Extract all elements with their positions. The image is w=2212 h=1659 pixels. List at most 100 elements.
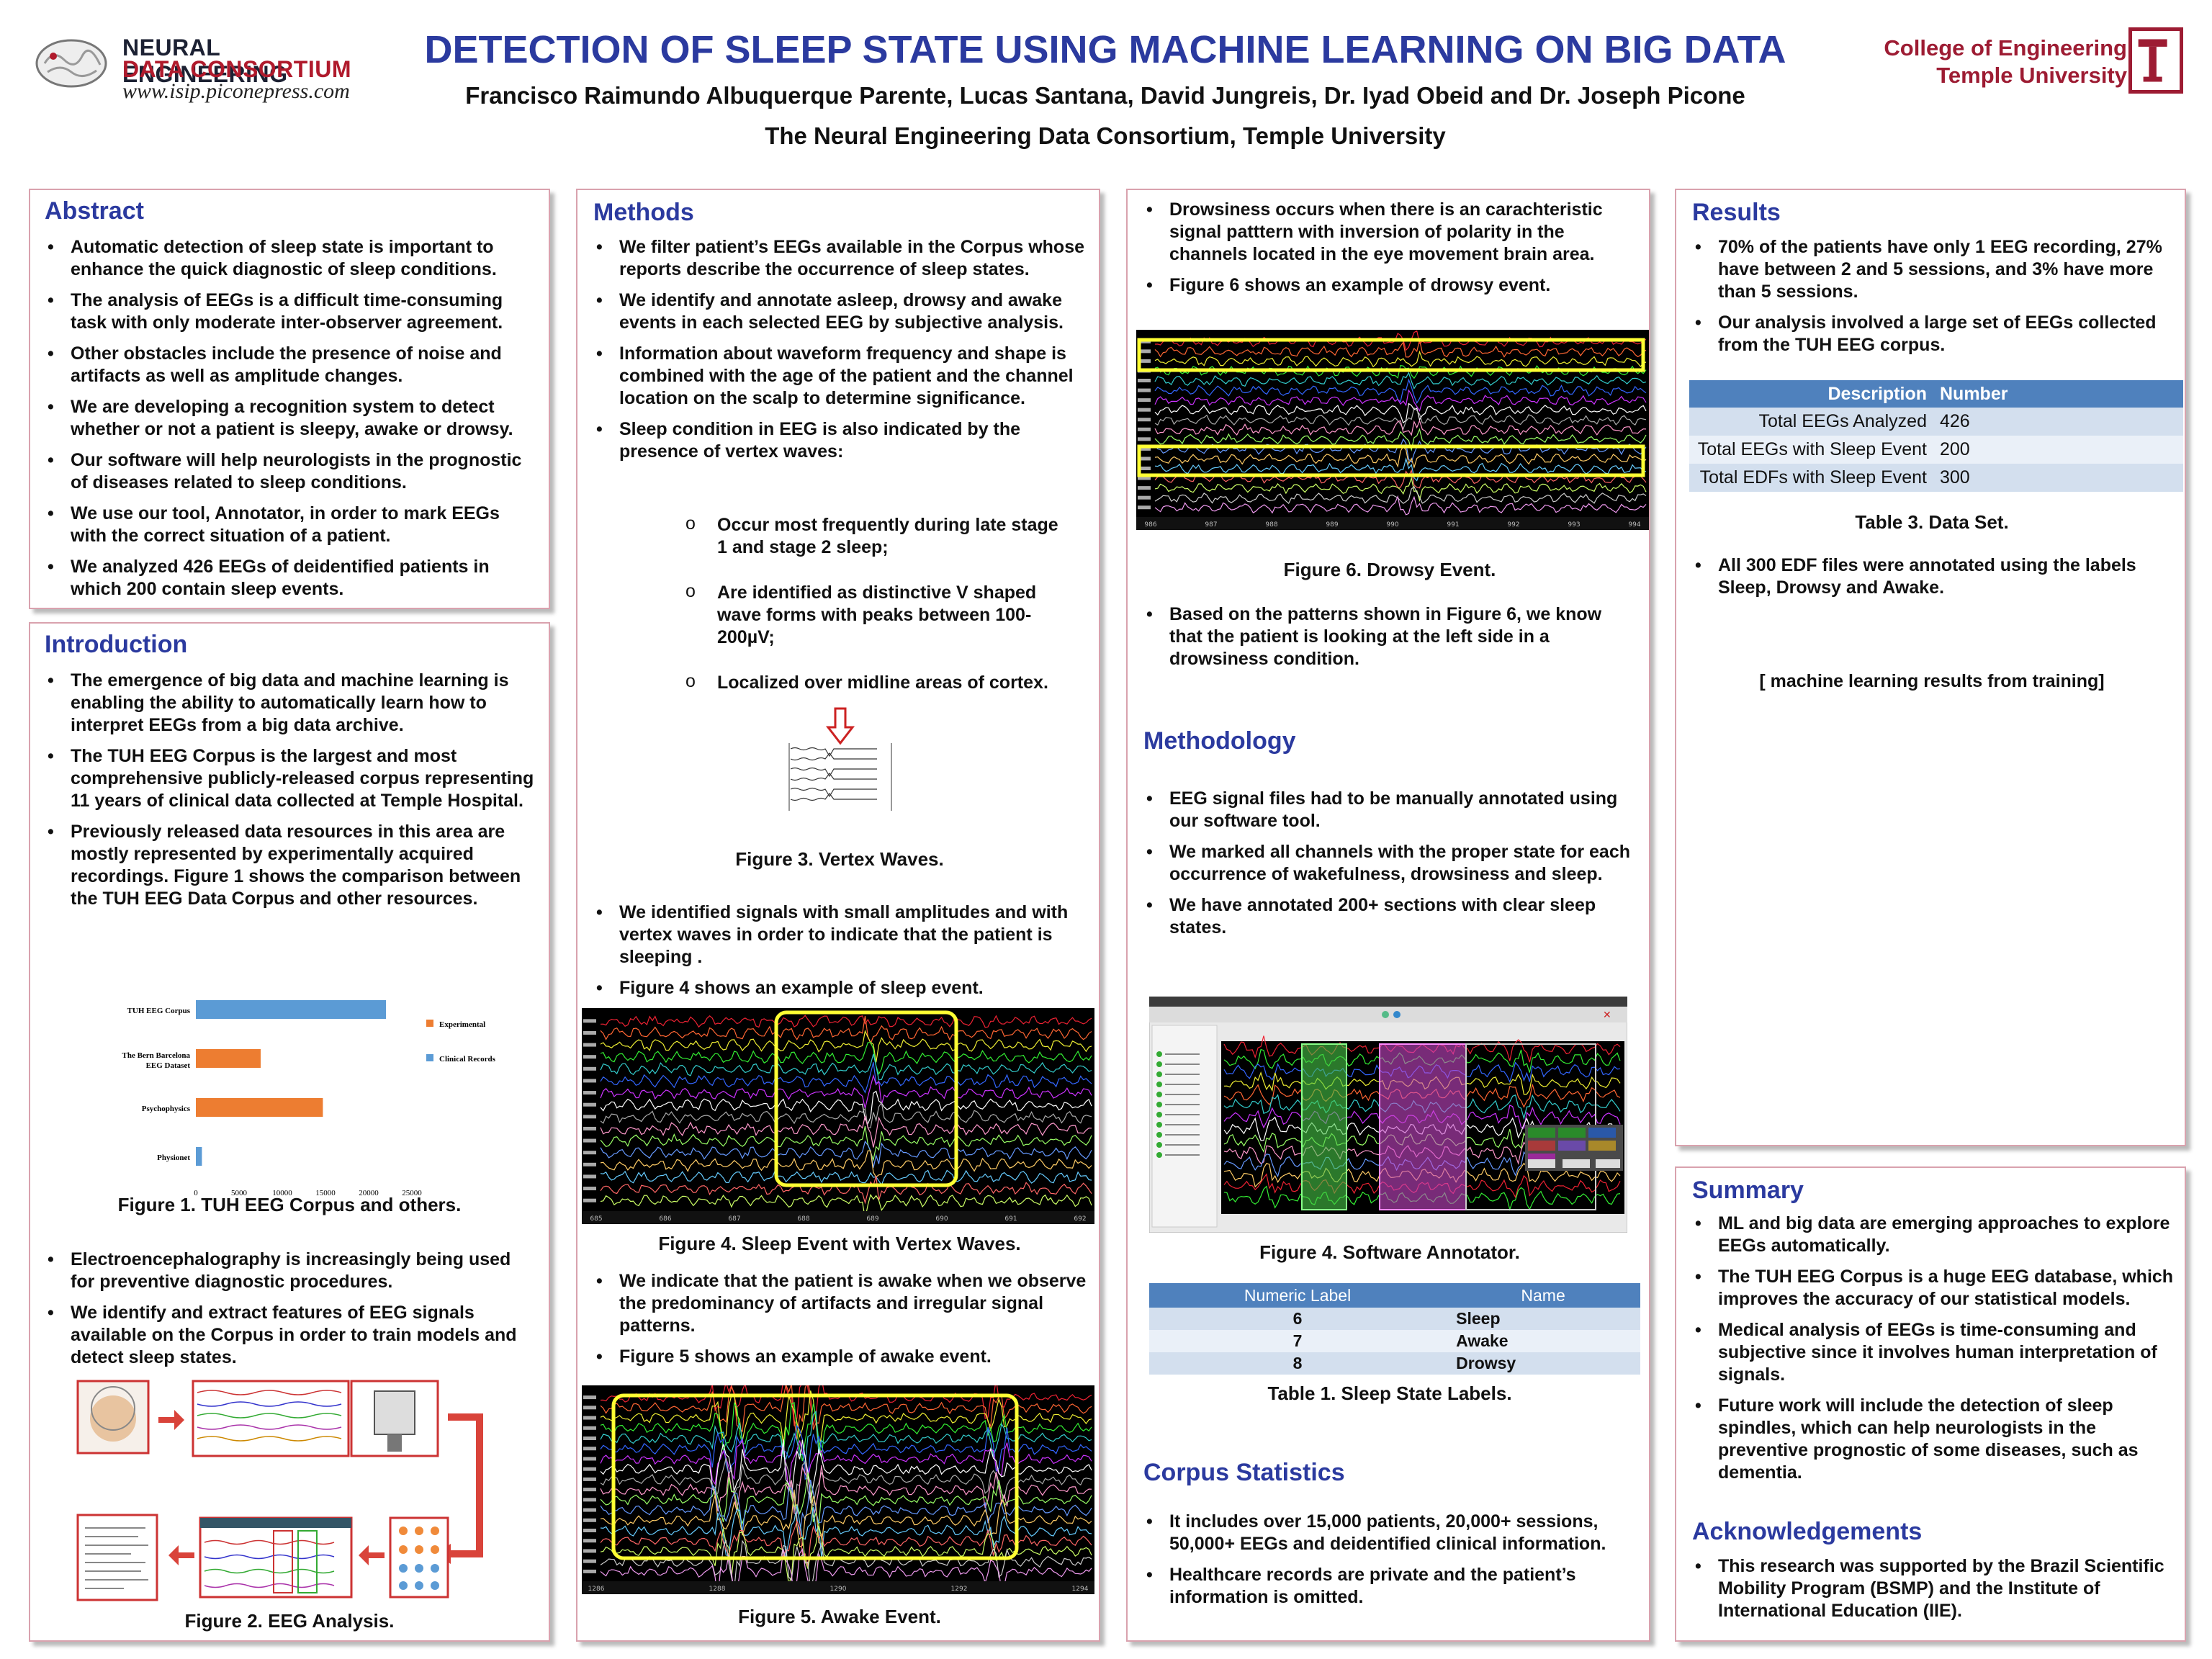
table-cell: 8 (1149, 1352, 1447, 1375)
table-cell: 7 (1149, 1330, 1447, 1352)
eeg-time-tick: 994 (1628, 521, 1640, 529)
methods-heading: Methods (593, 199, 694, 226)
chart-bar (196, 1098, 323, 1117)
chart-category-label: Psychophysics (142, 1105, 191, 1113)
chart-tick-label: 5000 (231, 1189, 248, 1197)
vertex-wave-figure (788, 707, 892, 811)
table1-caption: Table 1. Sleep State Labels. (1267, 1382, 1512, 1404)
list-item: Are identified as distinctive V shaped w… (685, 580, 1060, 649)
table-cell: Drowsy (1446, 1352, 1640, 1375)
table-header: Name (1446, 1283, 1640, 1308)
abstract-bullets: Automatic detection of sleep state is im… (48, 236, 537, 609)
summary-heading: Summary (1692, 1177, 1804, 1204)
event-highlight-box (774, 1010, 958, 1187)
list-item: This research was supported by the Brazi… (1695, 1555, 2175, 1622)
list-item: EEG signal files had to be manually anno… (1146, 788, 1636, 832)
table-cell: 426 (1934, 408, 2183, 436)
event-highlight-box (1137, 338, 1645, 372)
eeg-time-tick: 690 (935, 1215, 948, 1223)
methods-bullets-2: We identified signals with small amplitu… (596, 902, 1093, 1008)
table-header: Numeric Label (1149, 1283, 1447, 1308)
methods-panel: Methods We filter patient’s EEGs availab… (576, 189, 1100, 1642)
college-line1: College of Engineering (1884, 35, 2127, 60)
table-header: Number (1934, 380, 2183, 408)
chart-tick-label: 15000 (315, 1189, 336, 1197)
legend-label: Clinical Records (439, 1055, 496, 1064)
list-item: We are developing a recognition system t… (48, 396, 537, 441)
eeg-time-tick: 1288 (709, 1586, 726, 1593)
figure6-caption: Figure 6. Drowsy Event. (1283, 559, 1496, 580)
list-item: The TUH EEG Corpus is the largest and mo… (48, 745, 537, 812)
table-cell: 6 (1149, 1308, 1447, 1330)
list-item: Drowsiness occurs when there is an carac… (1146, 199, 1636, 266)
list-item: Figure 4 shows an example of sleep event… (596, 977, 1093, 999)
table-cell: Total EDFs with Sleep Event (1689, 464, 1934, 492)
list-item: We identify and annotate asleep, drowsy … (596, 289, 1086, 334)
legend-swatch (426, 1020, 433, 1027)
list-item: We identified signals with small amplitu… (596, 902, 1093, 968)
chart-bar (196, 1049, 261, 1068)
eeg-time-tick: 686 (659, 1215, 671, 1223)
list-item: Future work will include the detection o… (1695, 1395, 2175, 1484)
table-cell: 200 (1934, 436, 2183, 464)
eeg-time-tick: 989 (1326, 521, 1338, 529)
list-item: The analysis of EEGs is a difficult time… (48, 289, 537, 334)
list-item: Medical analysis of EEGs is time-consumi… (1695, 1319, 2175, 1386)
eeg-time-tick: 990 (1386, 521, 1398, 529)
event-highlight-box (1137, 444, 1645, 477)
org-name-line2: DATA CONSORTIUM (122, 56, 351, 82)
chart-tick-label: 10000 (272, 1189, 292, 1197)
authors: Francisco Raimundo Albuquerque Parente, … (465, 82, 1745, 109)
list-item: Based on the patterns shown in Figure 6,… (1146, 603, 1636, 670)
list-item: Our software will help neurologists in t… (48, 449, 537, 494)
eeg-time-tick: 993 (1568, 521, 1580, 529)
list-item: Electroencephalography is increasingly b… (48, 1249, 537, 1293)
event-highlight-box (611, 1393, 1019, 1560)
legend-label: Experimental (439, 1020, 485, 1029)
affiliation: The Neural Engineering Data Consortium, … (765, 122, 1446, 149)
chart-tick-label: 25000 (402, 1189, 422, 1197)
list-item: Previously released data resources in th… (48, 821, 537, 910)
vertex-wave-subbullets: Occur most frequently during late stage … (685, 513, 1060, 717)
eeg-analysis-diagram (76, 1380, 483, 1601)
summary-panel: Summary ML and big data are emerging app… (1675, 1166, 2186, 1642)
list-item: Other obstacles include the presence of … (48, 343, 537, 387)
list-item: Figure 6 shows an example of drowsy even… (1146, 274, 1636, 297)
ml-results-placeholder: [ machine learning results from training… (1759, 671, 2105, 691)
eeg-time-tick: 685 (590, 1215, 602, 1223)
list-item: The emergence of big data and machine le… (48, 670, 537, 737)
results-panel: Results 70% of the patients have only 1 … (1675, 189, 2186, 1146)
chart-tick-label: 20000 (359, 1189, 379, 1197)
methodology-bullets: EEG signal files had to be manually anno… (1146, 788, 1636, 948)
list-item: 70% of the patients have only 1 EEG reco… (1695, 236, 2175, 303)
corpus-statistics-bullets: It includes over 15,000 patients, 20,000… (1146, 1511, 1636, 1617)
org-url[interactable]: www.isip.piconepress.com (122, 79, 350, 103)
eeg-time-tick: 689 (866, 1215, 878, 1223)
methods-bullets-3: We indicate that the patient is awake wh… (596, 1270, 1093, 1377)
eeg-time-tick: 991 (1447, 521, 1459, 529)
acknowledgements-bullets: This research was supported by the Brazi… (1695, 1555, 2175, 1631)
figure2-caption: Figure 2. EEG Analysis. (184, 1610, 395, 1632)
annotator-caption: Figure 4. Software Annotator. (1259, 1241, 1520, 1263)
list-item: We identify and extract features of EEG … (48, 1302, 537, 1369)
college-name: College of Engineering Temple University (1884, 35, 2127, 89)
chart-bar (196, 1147, 202, 1166)
eeg-time-tick: 692 (1074, 1215, 1086, 1223)
list-item: Figure 5 shows an example of awake event… (596, 1346, 1093, 1368)
college-line2: Temple University (1936, 63, 2127, 88)
table3-caption: Table 3. Data Set. (1855, 511, 2009, 533)
chart-tick-label: 0 (194, 1189, 198, 1197)
table-cell: Total EEGs Analyzed (1689, 408, 1934, 436)
eeg-time-tick: 691 (1004, 1215, 1017, 1223)
legend-swatch (426, 1054, 433, 1061)
corpus-statistics-heading: Corpus Statistics (1143, 1459, 1345, 1486)
eeg-time-tick: 1294 (1072, 1586, 1089, 1593)
list-item: Information about waveform frequency and… (596, 343, 1086, 410)
